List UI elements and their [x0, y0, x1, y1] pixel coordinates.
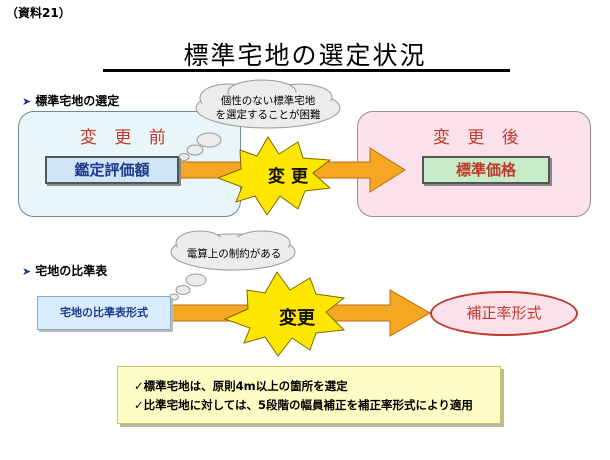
correction-rate-format-ellipse: 補正率形式 [430, 291, 578, 336]
after-heading: 変 更 後 [433, 128, 525, 148]
section-label-comparison-table: ➤宅地の比準表 [22, 264, 108, 278]
title-underline [103, 69, 510, 72]
page-title: 標準宅地の選定状況 [183, 41, 427, 70]
note-line-1: ✓標準宅地は、原則4m以上の箇所を選定 [134, 379, 348, 393]
change-burst-2 [223, 271, 346, 357]
summary-note: ✓標準宅地は、原則4m以上の箇所を選定 ✓比準宅地に対しては、5段階の幅員補正を… [117, 366, 501, 424]
thought-cloud-1 [178, 79, 341, 161]
comparison-table-format-box: 宅地の比準表形式 [37, 296, 171, 330]
document-reference: （資料21） [6, 6, 71, 20]
arrow-bullet-icon: ➤ [22, 265, 32, 278]
section-label-standard-site: ➤標準宅地の選定 [22, 94, 120, 108]
change-label-2: 変更 [279, 308, 315, 329]
thought-cloud-2 [169, 230, 296, 301]
before-heading: 変 更 前 [80, 128, 172, 148]
standard-price-box: 標準価格 [422, 156, 550, 184]
change-label-1: 変 更 [268, 167, 308, 187]
cloud-2-text: 電算上の制約がある [186, 248, 282, 260]
cloud-1-text: 個性のない標準宅地 を選定することが困難 [215, 95, 321, 121]
appraisal-value-box: 鑑定評価額 [45, 156, 179, 184]
note-line-2: ✓比準宅地に対しては、5段階の幅員補正を補正率形式により適用 [134, 398, 473, 412]
change-burst-1 [216, 136, 332, 216]
arrow-bullet-icon: ➤ [22, 95, 32, 108]
